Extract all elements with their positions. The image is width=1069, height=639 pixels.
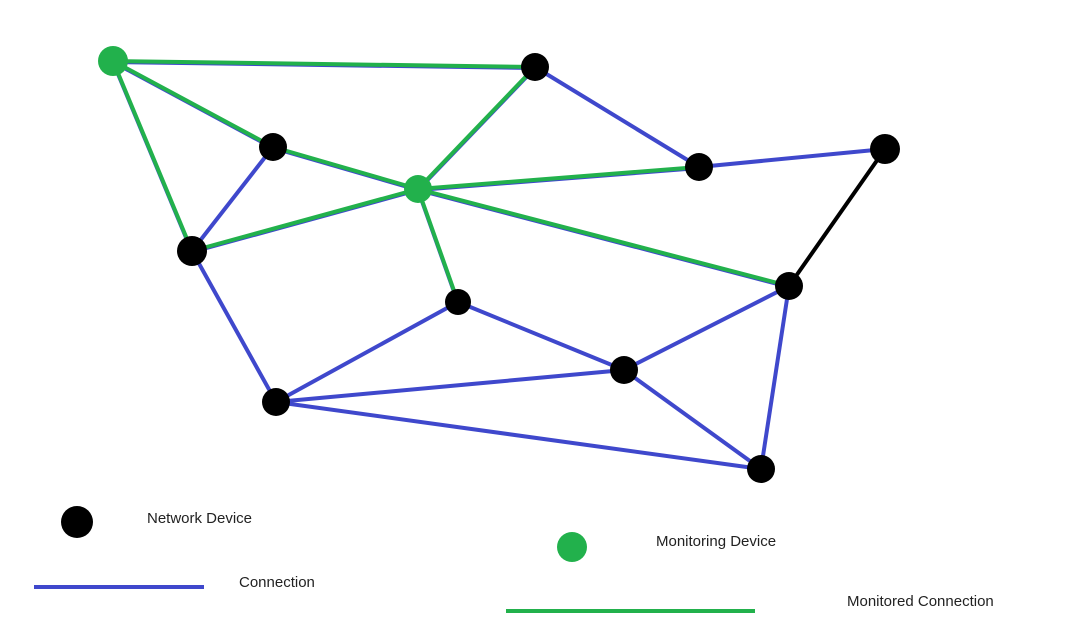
- network-device-node-K: [870, 134, 900, 164]
- edge-E-I: [190, 249, 278, 404]
- edge-A-C: [111, 59, 537, 69]
- network-device-node-L: [610, 356, 638, 384]
- edge-I-M: [274, 400, 763, 471]
- edge-H-I: [274, 300, 460, 404]
- legend: [34, 506, 755, 613]
- edge-A-B: [111, 59, 275, 149]
- edge-K-J: [787, 147, 887, 288]
- network-device-node-C: [521, 53, 549, 81]
- edge-I-L: [274, 368, 626, 404]
- edge-D-F: [416, 165, 701, 191]
- edge-C-D: [416, 65, 537, 191]
- network-device-node-B: [259, 133, 287, 161]
- edge-B-D: [271, 145, 420, 191]
- legend-connection-label: Connection: [239, 574, 315, 591]
- network-device-node-E: [177, 236, 207, 266]
- monitoring-device-node-A: [98, 46, 128, 76]
- network-device-node-I: [262, 388, 290, 416]
- edge-J-M: [759, 284, 791, 471]
- edge-B-E: [190, 145, 275, 253]
- edge-L-J: [622, 284, 791, 372]
- legend-monitoring-device-label: Monitoring Device: [656, 533, 777, 550]
- nodes-layer: [98, 46, 900, 483]
- network-device-node-H: [445, 289, 471, 315]
- monitoring-device-node-D: [404, 175, 432, 203]
- network-device-node-F: [685, 153, 713, 181]
- legend-network-device-marker: [61, 506, 93, 538]
- edge-A-E: [111, 59, 194, 253]
- legend-network-device-label: Network Device: [147, 510, 253, 527]
- edge-C-F: [533, 65, 701, 169]
- edge-L-M: [622, 368, 763, 471]
- edge-E-D: [190, 187, 420, 253]
- edge-D-H: [416, 187, 460, 304]
- legend-monitoring-device-marker: [557, 532, 587, 562]
- edge-D-J: [416, 187, 791, 288]
- network-device-node-M: [747, 455, 775, 483]
- network-device-node-J: [775, 272, 803, 300]
- edges-layer: [111, 59, 887, 471]
- legend-monitored-connection-label: Monitored Connection: [847, 593, 994, 610]
- edge-F-K: [697, 147, 887, 169]
- edge-H-L: [456, 300, 626, 372]
